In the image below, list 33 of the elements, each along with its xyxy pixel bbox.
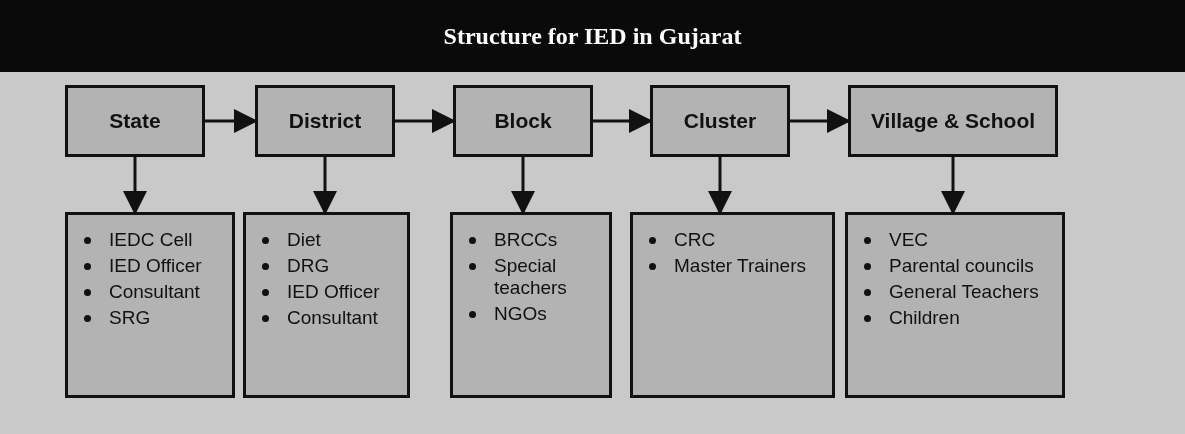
list-item: VEC: [889, 229, 929, 251]
list-item: Master Trainers: [674, 254, 806, 277]
level-box: [255, 85, 395, 157]
list-item: IED Officer: [287, 280, 380, 303]
list-item: NGOs: [494, 302, 547, 325]
member-list-box: [65, 212, 235, 398]
list-item: Special teachers: [494, 254, 568, 299]
level-box: [848, 85, 1058, 157]
level-label: State: [109, 109, 161, 133]
list-item: Diet: [287, 229, 321, 251]
level-label: Block: [494, 109, 552, 133]
list-item: Consultant: [287, 306, 378, 329]
member-list-box: [845, 212, 1065, 398]
list-item: Parental councils: [889, 254, 1034, 277]
list-item: IEDC Cell: [109, 229, 193, 251]
member-list-box: [630, 212, 835, 398]
level-box: [453, 85, 593, 157]
level-label: Village & School: [870, 109, 1036, 133]
level-box: [650, 85, 790, 157]
list-item: SRG: [109, 306, 151, 329]
list-item: BRCCs: [494, 229, 558, 251]
list-item: DRG: [287, 254, 330, 277]
list-item: Children: [889, 306, 960, 329]
level-label: District: [288, 109, 362, 133]
title-bar: Structure for IED in Gujarat: [0, 0, 1185, 72]
list-item: CRC: [674, 229, 716, 251]
list-item: Consultant: [109, 280, 200, 303]
list-item: General Teachers: [889, 280, 1039, 303]
level-label: Cluster: [683, 109, 757, 133]
level-box: [65, 85, 205, 157]
member-list-box: [450, 212, 612, 398]
member-list-box: [243, 212, 410, 398]
list-item: IED Officer: [109, 254, 202, 277]
